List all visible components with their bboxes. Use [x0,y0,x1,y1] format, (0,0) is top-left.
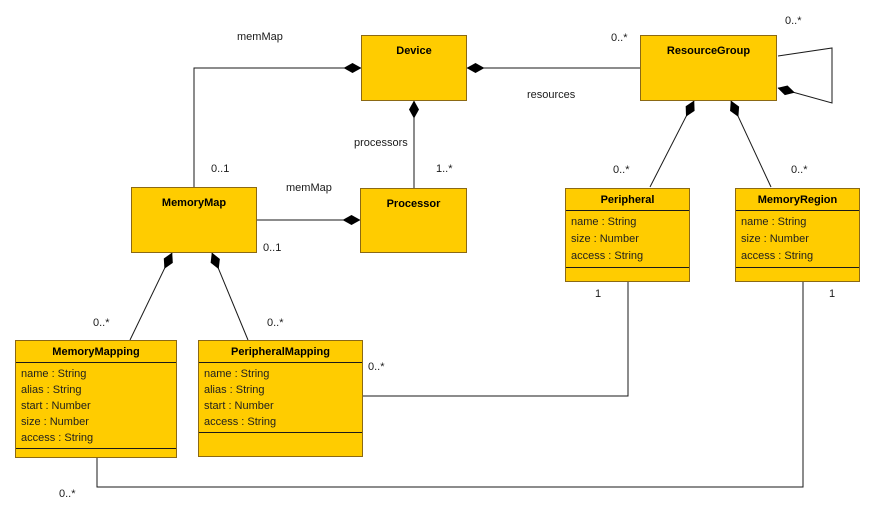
attribute: alias : String [21,384,82,396]
class-processor: Processor [360,188,467,253]
class-device: Device [361,35,467,101]
edge-label-resources: resources [527,89,576,101]
attributes-compartment: name : String size : Number access : Str… [566,211,689,268]
mult-memoryregion-1: 1 [829,288,836,300]
mult-peripheralmapping-right-0star: 0..* [368,361,385,373]
mult-peripheralmapping-0star: 0..* [267,317,284,329]
attribute: name : String [571,216,637,228]
class-title: Processor [386,198,441,210]
mult-resourcegroup-self-0star: 0..* [785,15,802,27]
connector-device-memorymap [193,63,362,187]
class-memoryregion: MemoryRegion name : String size : Number… [735,188,860,282]
attribute: name : String [741,216,807,228]
attributes-compartment: name : String alias : String start : Num… [199,363,362,433]
class-title: Peripheral [566,189,689,211]
attribute: name : String [21,368,87,380]
attributes-compartment: name : String alias : String start : Num… [16,363,176,449]
edge-label-memmap-device: memMap [237,31,283,43]
class-title: MemoryMapping [16,341,176,363]
class-memorymap: MemoryMap [131,187,257,253]
class-title: Device [396,45,432,57]
mult-peripheral-0star: 0..* [613,164,630,176]
class-title: MemoryRegion [736,189,859,211]
class-resourcegroup: ResourceGroup [640,35,777,101]
class-title: MemoryMap [161,197,227,209]
attribute: name : String [204,368,270,380]
mult-resourcegroup-0star: 0..* [611,32,628,44]
connector-memoryregion-memorymapping [96,282,804,488]
mult-memorymapping-bottom-0star: 0..* [59,488,76,500]
connector-resourcegroup-peripheral [649,100,695,188]
mult-memorymap-01: 0..1 [211,163,230,175]
connector-memorymap-peripheralmapping [210,252,249,341]
class-peripheral: Peripheral name : String size : Number a… [565,188,690,282]
class-memorymapping: MemoryMapping name : String alias : Stri… [15,340,177,458]
attribute: start : Number [204,400,274,412]
mult-processor-1star: 1..* [436,163,453,175]
connector-peripheral-peripheralmapping [363,282,629,397]
connector-resourcegroup-self [777,47,833,104]
attribute: access : String [204,416,277,428]
attribute: start : Number [21,400,91,412]
operations-compartment [199,433,362,456]
attribute: access : String [741,250,814,262]
attribute: access : String [21,432,94,444]
edge-label-memmap-processor: memMap [286,182,332,194]
connector-memorymap-memorymapping [129,252,173,341]
operations-compartment [566,268,689,281]
attribute: size : Number [571,233,639,245]
attribute: size : Number [741,233,809,245]
mult-memorymap-01-processor: 0..1 [263,242,282,254]
mult-memoryregion-0star: 0..* [791,164,808,176]
attribute: size : Number [21,416,89,428]
edge-label-processors: processors [354,137,408,149]
attribute: alias : String [204,384,265,396]
attributes-compartment: name : String size : Number access : Str… [736,211,859,268]
mult-peripheral-1: 1 [595,288,602,300]
connector-resourcegroup-memoryregion [730,100,772,188]
class-title: PeripheralMapping [199,341,362,363]
attribute: access : String [571,250,644,262]
operations-compartment [736,268,859,281]
mult-memorymapping-0star: 0..* [93,317,110,329]
class-peripheralmapping: PeripheralMapping name : String alias : … [198,340,363,457]
class-title: ResourceGroup [666,45,751,57]
operations-compartment [16,449,176,457]
